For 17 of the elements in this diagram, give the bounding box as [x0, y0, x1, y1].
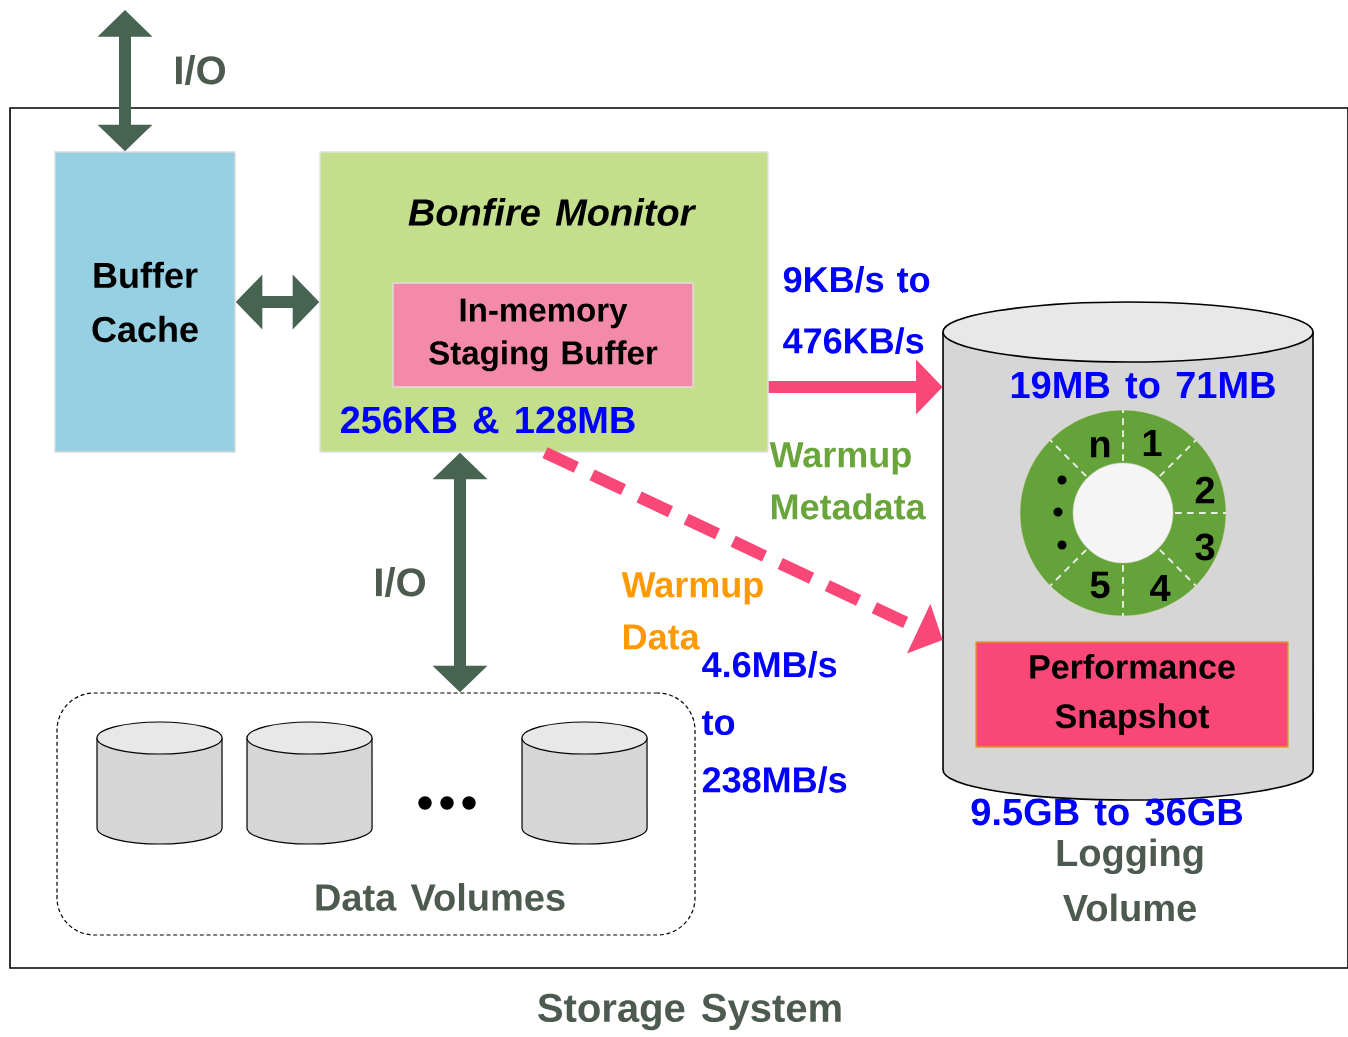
- buffer-size: 256KB & 128MB: [340, 406, 635, 434]
- frame-title: Storage System: [538, 993, 841, 1031]
- cylinder: [521, 721, 648, 845]
- volume-caption: Logging Volume: [1057, 838, 1203, 922]
- edge-label: I/O: [176, 55, 225, 85]
- cache-box: Buffer Cache: [54, 151, 236, 453]
- group-caption: Data Volumes: [316, 883, 565, 911]
- monitor-title: Bonfire Monitor: [408, 198, 697, 226]
- cylinder: [246, 721, 373, 845]
- edge-label: 9KB/s to 476KB/s: [783, 266, 930, 354]
- flow-label: Warmup Data: [621, 572, 763, 650]
- edge-label: I/O: [376, 567, 425, 597]
- cylinder: [96, 721, 223, 845]
- flow-label: Warmup Metadata: [769, 442, 926, 520]
- volume-size: 9.5GB to 36GB: [971, 798, 1242, 826]
- staging-buffer-box: In-memory Staging Buffer: [392, 282, 694, 388]
- edge-label: 4.6MB/s to 238MB/s: [702, 651, 847, 793]
